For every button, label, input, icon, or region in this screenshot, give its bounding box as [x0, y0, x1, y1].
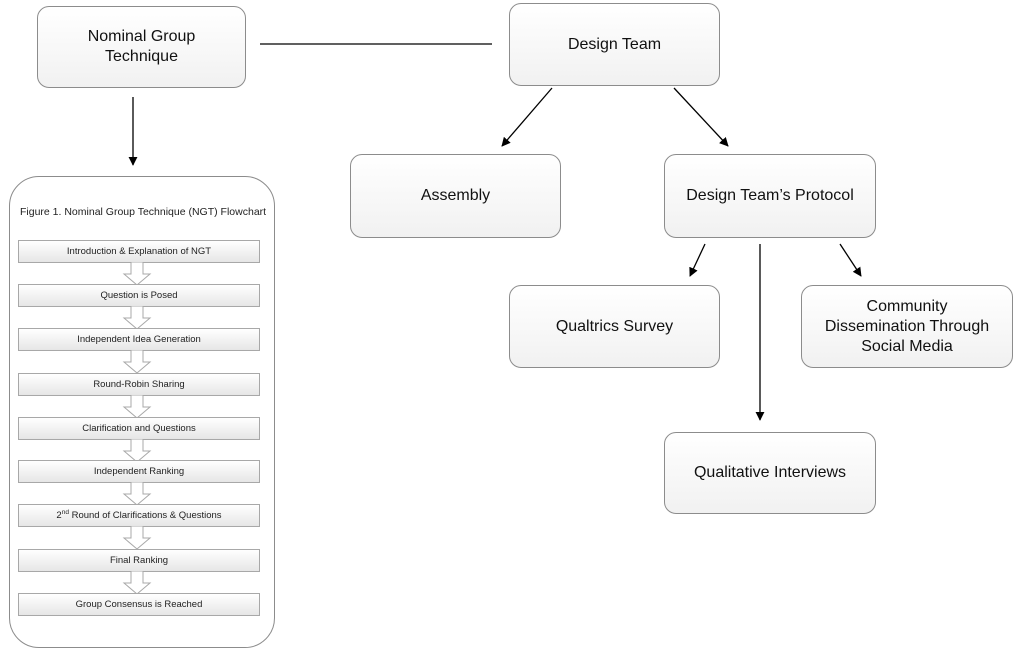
community-node-label: Community Dissemination Through Social M…: [824, 297, 990, 355]
interviews-node-label: Qualitative Interviews: [693, 464, 847, 481]
flowchart-step: Final Ranking: [18, 549, 260, 572]
flowchart-down-arrow: [122, 262, 152, 286]
flowchart-title: Figure 1. Nominal Group Technique (NGT) …: [20, 206, 267, 218]
flowchart-step: Independent Idea Generation: [18, 328, 260, 351]
flowchart-step: Question is Posed: [18, 284, 260, 307]
protocol-to-community-arrow: [839, 243, 862, 277]
flowchart-step: Group Consensus is Reached: [18, 593, 260, 616]
flowchart-down-arrow: [122, 571, 152, 595]
ngt-node: Nominal Group Technique: [37, 6, 246, 88]
community-node: Community Dissemination Through Social M…: [801, 285, 1013, 368]
design-team-to-assembly-arrow: [501, 87, 553, 147]
design-team-node-label: Design Team: [567, 35, 662, 53]
protocol-node: Design Team’s Protocol: [664, 154, 876, 238]
flowchart-down-arrow: [122, 350, 152, 374]
design-team-node: Design Team: [509, 3, 720, 86]
protocol-to-qualtrics-arrow: [689, 243, 706, 277]
flowchart-down-arrow: [122, 482, 152, 506]
flowchart-step-label: Question is Posed: [100, 290, 178, 301]
flowchart-down-arrow: [122, 306, 152, 330]
assembly-node-label: Assembly: [420, 187, 491, 204]
flowchart-step: 2nd Round of Clarifications & Questions: [18, 504, 260, 527]
flowchart-step: Independent Ranking: [18, 460, 260, 483]
flowchart-step-label: Group Consensus is Reached: [75, 599, 203, 610]
flowchart-step: Round-Robin Sharing: [18, 373, 260, 396]
flowchart-step-label: Final Ranking: [109, 555, 169, 566]
flowchart-step: Clarification and Questions: [18, 417, 260, 440]
protocol-node-label: Design Team’s Protocol: [686, 187, 854, 204]
flowchart-step-label: Round-Robin Sharing: [93, 379, 185, 390]
interviews-node: Qualitative Interviews: [664, 432, 876, 514]
flowchart-step-label: Introduction & Explanation of NGT: [66, 246, 212, 257]
step-text: Round of Clarifications & Questions: [68, 510, 222, 521]
assembly-node: Assembly: [350, 154, 561, 238]
qualtrics-node-label: Qualtrics Survey: [555, 317, 674, 335]
flowchart-down-arrow: [122, 439, 152, 463]
ngt-flowchart-panel: Figure 1. Nominal Group Technique (NGT) …: [9, 176, 275, 648]
ordinal-number: 2: [56, 510, 62, 521]
flowchart-step-label: Independent Idea Generation: [77, 334, 201, 345]
ordinal-suffix: nd: [61, 508, 69, 516]
flowchart-down-arrow: [122, 526, 152, 550]
flowchart-step: Introduction & Explanation of NGT: [18, 240, 260, 263]
flowchart-step-label: 2nd Round of Clarifications & Questions: [56, 508, 222, 521]
flowchart-step-label: Independent Ranking: [93, 466, 185, 477]
ngt-node-label: Nominal Group Technique: [87, 28, 196, 65]
design-team-to-protocol-arrow: [673, 87, 729, 147]
flowchart-down-arrow: [122, 395, 152, 419]
flowchart-step-label: Clarification and Questions: [82, 423, 196, 434]
qualtrics-node: Qualtrics Survey: [509, 285, 720, 368]
